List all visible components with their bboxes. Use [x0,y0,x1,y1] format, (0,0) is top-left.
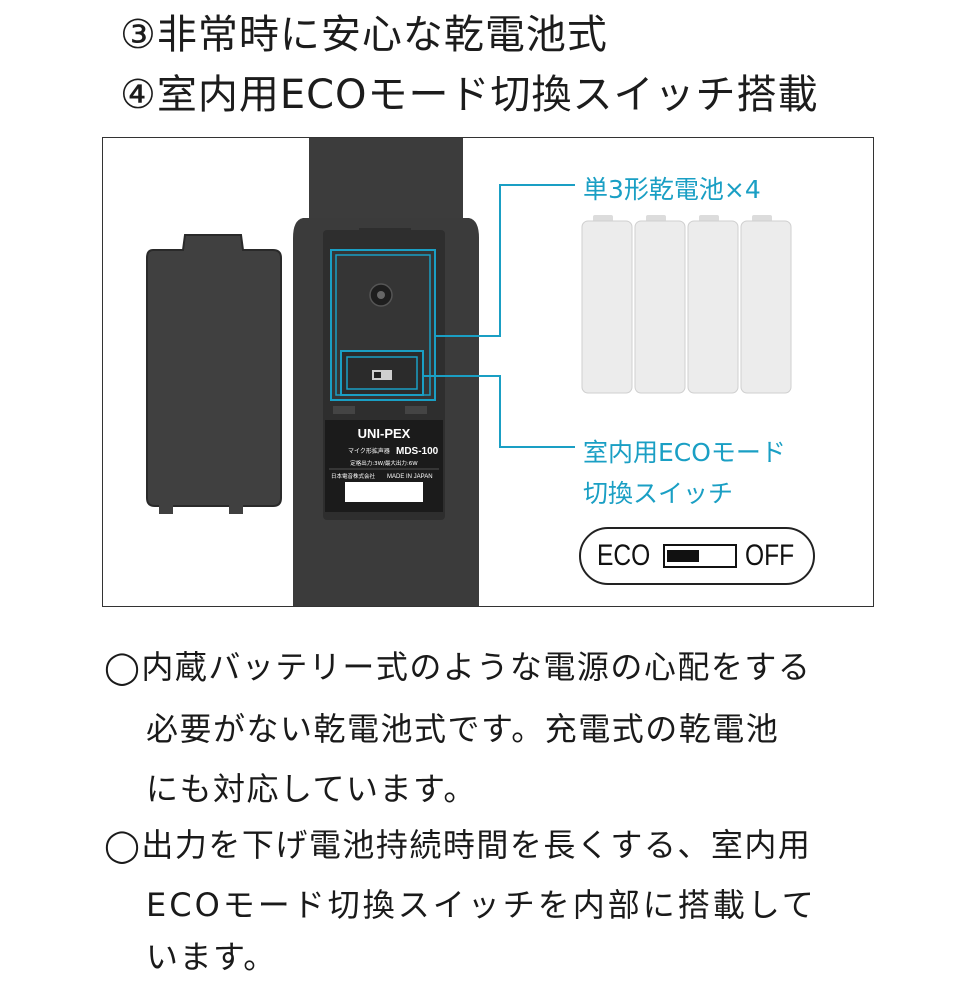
callout-battery: 単3形乾電池×4 [583,175,761,204]
plate-origin: MADE IN JAPAN [387,474,433,480]
callout-eco-line1: 室内用ECOモード [583,438,786,467]
plate-power: 定格出力:3W/最大出力:6W [350,459,418,467]
plate-maker: 日本電音株式会社 [331,472,376,480]
heading-item-4: ④室内用ECOモード切換スイッチ搭載 [120,72,819,118]
paragraph-1-line-3: にも対応しています。 [146,770,477,808]
paragraph-1-line-2: 必要がない乾電池式です。充電式の乾電池 [146,710,780,748]
paragraph-2-line-3: います。 [146,938,277,976]
heading-item-3: ③非常時に安心な乾電池式 [120,12,608,58]
eco-switch-knob [667,550,699,562]
callout-eco-line2: 切換スイッチ [583,479,734,508]
eco-switch-slider [663,544,737,568]
paragraph-2-line-2: ECOモード切換スイッチを内部に搭載して [146,886,817,924]
microphone-body: UNI-PEX マイク形拡声器 MDS-100 定格出力:3W/最大出力:6W … [293,138,479,606]
eco-label: ECO [597,539,651,572]
plate-brand: UNI-PEX [358,426,411,441]
plate-model: MDS-100 [396,446,439,457]
callout-lines [423,184,575,448]
paragraph-2-line-1: ◯出力を下げ電池持続時間を長くする、室内用 [104,826,812,864]
aa-batteries [581,215,792,394]
battery-cover [146,234,282,514]
off-label: OFF [745,539,795,572]
paragraph-1-line-1: ◯内蔵バッテリー式のような電源の心配をする [104,648,812,686]
device-illustration: UNI-PEX マイク形拡声器 MDS-100 定格出力:3W/最大出力:6W … [146,138,792,606]
eco-switch-diagram: ECO OFF [579,527,815,585]
product-figure: UNI-PEX マイク形拡声器 MDS-100 定格出力:3W/最大出力:6W … [102,137,874,607]
plate-product: マイク形拡声器 [348,447,390,455]
